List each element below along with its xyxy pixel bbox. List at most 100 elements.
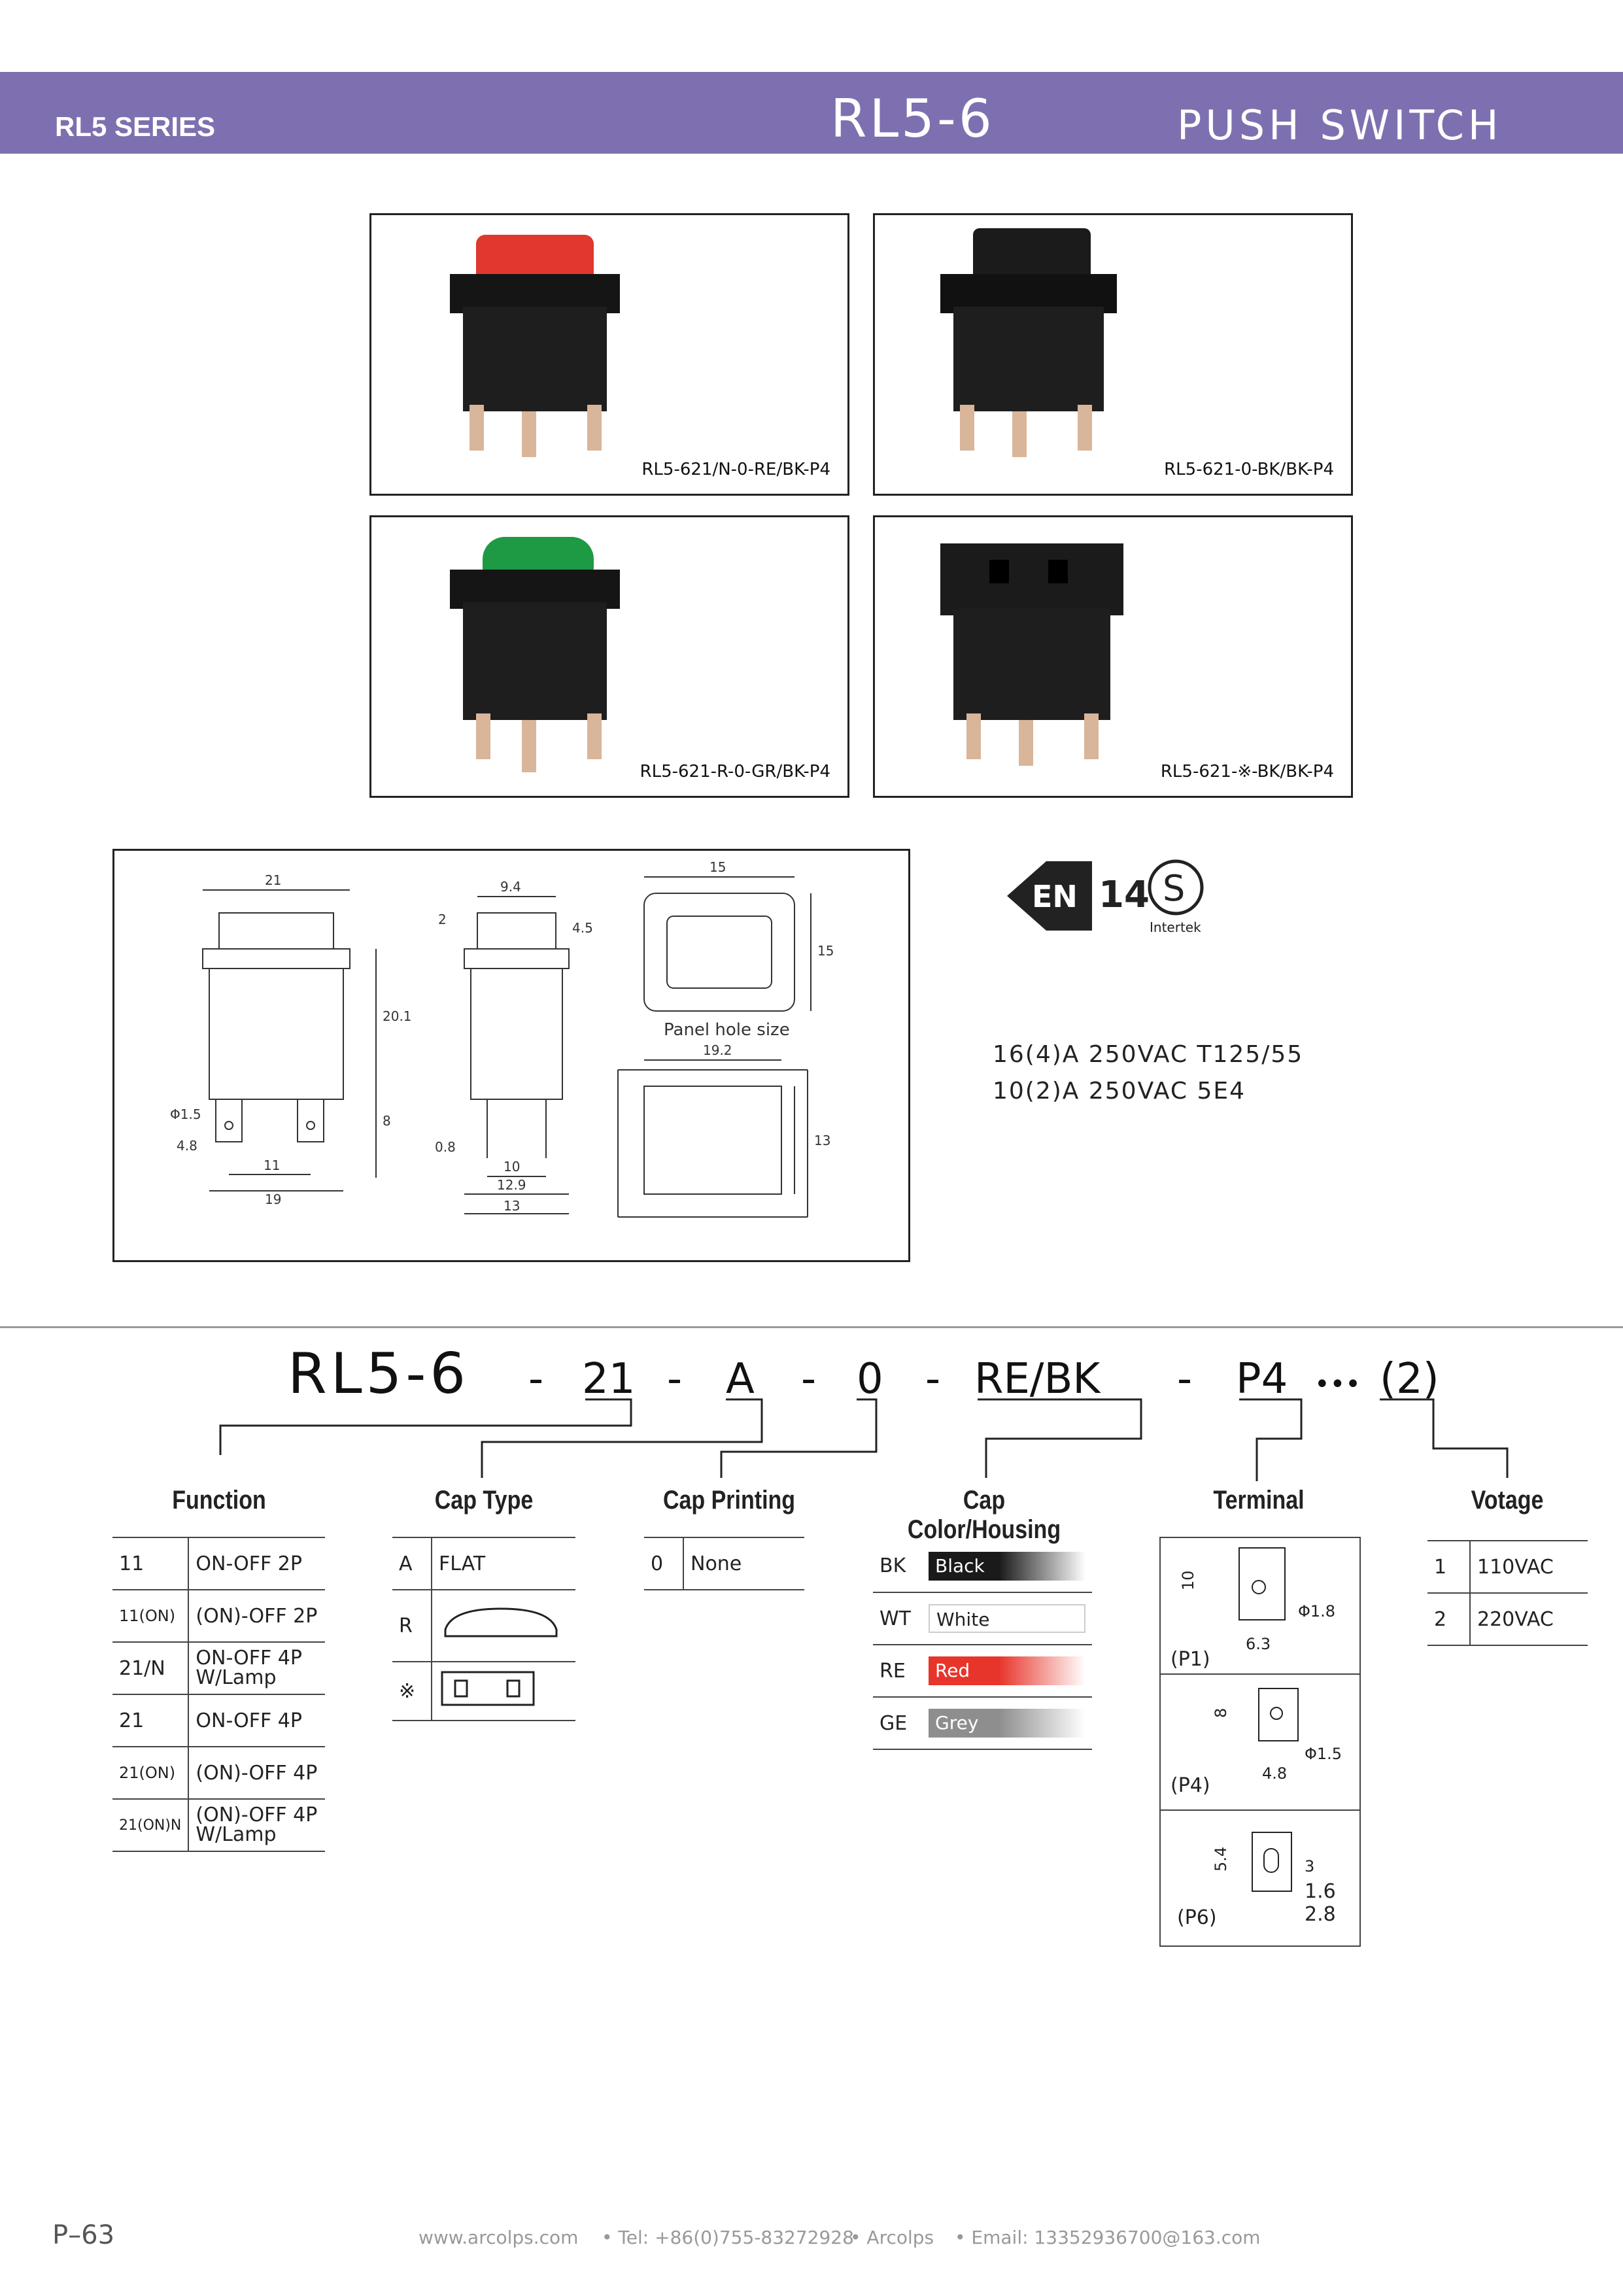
switch-image [450, 537, 620, 772]
switch-image [450, 235, 620, 457]
product-photo-3: RL5-621-R-0-GR/BK-P4 [369, 515, 849, 798]
table-row: R [392, 1590, 575, 1662]
cap-color-title: Cap Color/Housing [907, 1486, 1061, 1544]
terminal-table: 10 Φ1.8 6.3 (P1) 8 Φ1.5 4.8 (P4) 5.4 3 1… [1159, 1537, 1361, 1947]
code-cap-printing: 0 [857, 1355, 883, 1403]
table-row: 11(ON)(ON)-OFF 2P [112, 1590, 325, 1643]
cert-logos: EN 14 S Intertek [994, 853, 1216, 938]
code-sep: - [667, 1355, 682, 1403]
svg-text:S: S [1163, 868, 1185, 909]
socket-cap-icon [432, 1662, 575, 1721]
p1-dim-a: 10 [1179, 1570, 1197, 1590]
dim-side-cap2: 4.5 [572, 920, 593, 936]
dim-side-top: 9.4 [500, 879, 521, 895]
code-sep: - [528, 1355, 543, 1403]
header-banner [0, 72, 1623, 154]
code-sep: - [801, 1355, 816, 1403]
color-swatch-black: Black [929, 1551, 1085, 1581]
code-sep: - [1177, 1355, 1192, 1403]
product-type: PUSH SWITCH [1177, 101, 1503, 149]
cap-printing-title: Cap Printing [662, 1486, 796, 1515]
table-row: 21(ON)N(ON)-OFF 4P W/Lamp [112, 1799, 325, 1852]
p6-dim-d: 2.8 [1305, 1903, 1336, 1926]
code-prefix: RL5-6 [288, 1341, 470, 1407]
dim-side-p1: 10 [504, 1159, 520, 1174]
s-mark-logo: S [1148, 859, 1204, 916]
desc-cell: 110VAC [1470, 1541, 1588, 1594]
product-photo-2: RL5-621-0-BK/BK-P4 [873, 213, 1353, 496]
desc-cell: ON-OFF 4P W/Lamp [188, 1642, 325, 1695]
code-cell: R [392, 1590, 432, 1662]
desc-cell: 220VAC [1470, 1593, 1588, 1646]
code-cell: GE [873, 1697, 922, 1750]
dim-front-base: 19 [265, 1191, 281, 1207]
switch-cap [940, 543, 1123, 615]
code-cell: A [392, 1537, 432, 1590]
code-cell: WT [873, 1592, 922, 1645]
code-cell: ※ [392, 1662, 432, 1721]
terminal-title: Terminal [1213, 1486, 1305, 1515]
photo-label: RL5-621-0-BK/BK-P4 [1164, 460, 1334, 479]
code-sep: - [925, 1355, 940, 1403]
p4-dim-b: Φ1.5 [1305, 1745, 1342, 1763]
footer-web: www.arcolps.com [419, 2227, 579, 2248]
code-cell: 2 [1427, 1593, 1471, 1646]
desc-cell: (ON)-OFF 4P W/Lamp [188, 1799, 325, 1852]
code-voltage: (2) [1380, 1355, 1439, 1403]
cap-type-title: Cap Type [434, 1486, 534, 1515]
color-swatch-grey: Grey [929, 1709, 1085, 1738]
code-cell: 1 [1427, 1541, 1471, 1594]
desc-cell: (ON)-OFF 2P [188, 1590, 325, 1643]
dim-side-p3: 13 [504, 1198, 520, 1214]
code-cell: 11(ON) [112, 1590, 190, 1643]
dim-front-w: 21 [265, 872, 281, 888]
p1-dim-b: Φ1.8 [1298, 1602, 1335, 1620]
intertek-label: Intertek [1150, 919, 1201, 935]
dim-side-pin: 0.8 [435, 1139, 456, 1155]
footer-brand: • Arcolps [850, 2227, 934, 2248]
function-title: Function [172, 1486, 266, 1515]
round-cap-icon [432, 1590, 575, 1662]
photo-label: RL5-621-R-0-GR/BK-P4 [640, 762, 830, 781]
color-swatch-white: White [929, 1604, 1085, 1633]
photo-label: RL5-621-※-BK/BK-P4 [1160, 762, 1334, 781]
enec-number: 14 [1099, 874, 1150, 916]
p4-label: (P4) [1170, 1774, 1210, 1797]
ordering-code: RL5-6 - 21 - A - 0 - RE/BK - P4 ••• (2) [219, 1341, 1509, 1481]
code-cell: BK [873, 1540, 922, 1593]
p6-dim-b: 3 [1305, 1857, 1314, 1876]
series-label: RL5 SERIES [55, 111, 216, 142]
code-cell: 21/N [112, 1642, 190, 1695]
dim-panel-h: 13 [814, 1133, 830, 1148]
panel-hole-label: Panel hole size [664, 1020, 790, 1040]
desc-cell: (ON)-OFF 4P [188, 1747, 325, 1800]
desc-cell: FLAT [432, 1537, 575, 1590]
dim-front-hole: Φ1.5 [170, 1106, 201, 1122]
product-photo-4: RL5-621-※-BK/BK-P4 [873, 515, 1353, 798]
code-cell: 11 [112, 1537, 190, 1590]
dim-cap-h: 15 [817, 943, 834, 959]
p1-label: (P1) [1170, 1648, 1210, 1671]
dim-front-lower: 8 [383, 1113, 391, 1129]
code-terminal: P4 [1236, 1355, 1288, 1403]
page-number: P–63 [52, 2220, 115, 2250]
dim-side-p2: 12.9 [497, 1177, 526, 1193]
rating-line: 10(2)A 250VAC 5E4 [993, 1078, 1246, 1105]
dimension-drawing: 21 20.1 8 Φ1.5 4.8 11 19 9.4 2 4.5 0.8 1… [112, 849, 910, 1262]
code-cell: 21(ON)N [112, 1799, 190, 1852]
footer-email: • Email: 13352936700@163.com [955, 2227, 1261, 2248]
desc-cell: None [683, 1537, 804, 1590]
p1-dim-c: 6.3 [1246, 1635, 1271, 1653]
switch-cap [973, 228, 1091, 287]
